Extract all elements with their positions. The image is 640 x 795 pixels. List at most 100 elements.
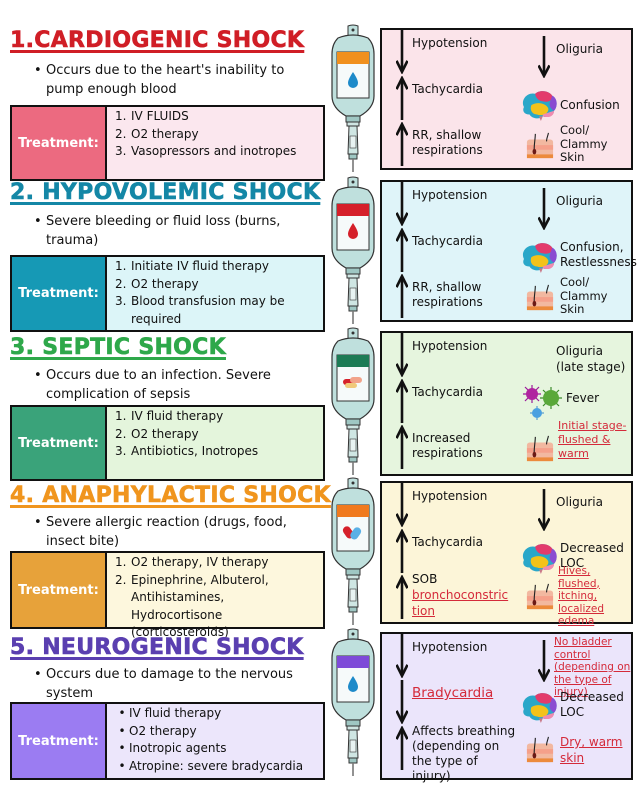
symptom-text: Hypotension (412, 640, 520, 655)
treatment-label: Treatment: (12, 704, 107, 778)
skin-text: Hives, flushed, itching, localized edema (558, 565, 605, 627)
symptom-text: Bradycardia (412, 686, 520, 701)
treatment-item: 1.IV fluid therapy (115, 408, 258, 426)
iv-bag-icon (330, 477, 376, 625)
symptom-label: Hypotension (412, 339, 488, 353)
brain-icon (520, 692, 558, 724)
arrow-down-icon (396, 333, 408, 377)
blood-drop-icon (348, 223, 358, 239)
description: •Occurs due to the heart's inability to … (34, 61, 318, 99)
treatment-item: •Inotropic agents (115, 740, 303, 758)
symptom-text: Hypotension (412, 489, 520, 504)
symptom-text: Increased respirations (412, 431, 520, 461)
section-title: 3. SEPTIC SHOCK (10, 335, 226, 361)
treatment-marker: 1. (115, 109, 127, 123)
treatment-label: Treatment: (12, 553, 107, 627)
description: •Occurs due to damage to the nervous sys… (34, 665, 318, 703)
treatment-text: O2 therapy (131, 426, 199, 441)
symptom-label: RR, shallow respirations (412, 280, 483, 309)
shock-section-septic: 3. SEPTIC SHOCK •Occurs due to an infecti… (0, 327, 640, 485)
treatment-item: 1.O2 therapy, IV therapy (115, 554, 317, 572)
symptom-label: Tachycardia (412, 535, 483, 549)
arrow-up-icon (396, 529, 408, 573)
treatment-text: Atropine: severe bradycardia (129, 758, 304, 773)
treatment-marker: • (118, 758, 126, 773)
pills-icon (343, 377, 362, 388)
treatment-text: Antibiotics, Inotropes (131, 444, 259, 458)
skin-icon (526, 132, 554, 160)
bullet: • (34, 368, 42, 383)
treatment-marker: 2. (115, 276, 127, 291)
treatment-marker: 2. (115, 572, 127, 587)
description: •Occurs due to an infection. Severe comp… (34, 366, 318, 404)
oliguria-text: Oliguria (556, 495, 603, 509)
treatment-text: O2 therapy (129, 723, 197, 738)
skin-text: Initial stage- flushed & warm (558, 419, 627, 460)
treatment-item: 3.Vasopressors and inotropes (115, 143, 296, 161)
treatment-marker: 3. (115, 294, 127, 308)
arrow-down-icon (396, 483, 408, 527)
description-text: Severe bleeding or fluid loss (burns, tr… (46, 214, 281, 248)
brain-icon (520, 543, 558, 575)
treatment-marker: • (118, 706, 126, 720)
arrow-up-icon (396, 274, 408, 318)
treatment-text: IV fluid therapy (129, 706, 222, 720)
bullet: • (34, 214, 42, 229)
symptom-text: Tachycardia (412, 234, 520, 249)
arrow-up-icon (396, 228, 408, 272)
treatment-text: O2 therapy, IV therapy (131, 555, 269, 569)
description: •Severe allergic reaction (drugs, food, … (34, 513, 318, 551)
treatment-item: 1.Initiate IV fluid therapy (115, 258, 317, 276)
treatment-item: 2. O2 therapy (115, 426, 258, 444)
skin-icon (526, 284, 554, 312)
treatment-item: •IV fluid therapy (115, 705, 303, 723)
iv-bag-icon (330, 327, 376, 475)
symptom-label: Tachycardia (412, 385, 483, 399)
oliguria-text: No bladder control (depending on the typ… (554, 636, 631, 698)
shock-section-neurogenic: 5. NEUROGENIC SHOCK•Occurs due to damage… (0, 628, 640, 785)
water-drop-icon (348, 72, 358, 88)
treatment-item: 2.Epinephrine, Albuterol, Antihistamines… (115, 572, 317, 642)
symptom-text: Tachycardia (412, 82, 520, 97)
symptom-label: RR, shallow respirations (412, 128, 483, 157)
description-text: Severe allergic reaction (drugs, food, i… (46, 515, 287, 549)
treatment-item: 1. IV FLUIDS (115, 108, 296, 126)
germs-icon (522, 385, 564, 421)
symptom-text: Hypotension (412, 339, 520, 354)
symptom-label: Bradycardia (412, 685, 494, 701)
treatment-marker: 1. (115, 259, 127, 273)
arrow-down-icon (538, 640, 550, 682)
symptom-label: Affects breathing (depending on the type… (412, 724, 516, 783)
skin-icon (526, 583, 554, 611)
treatment-marker: 2. (115, 426, 127, 441)
treatment-label: Treatment: (12, 407, 107, 479)
treatment-text: Blood transfusion may be required (131, 294, 285, 326)
treatment-marker: 3. (115, 444, 127, 458)
arrow-down-icon (396, 680, 408, 724)
skin-text: Dry, warm skin (560, 735, 623, 765)
oliguria-text: Oliguria (late stage) (556, 344, 626, 374)
symptom-detail: bronchoconstric tion (412, 588, 509, 618)
iv-bag-icon (330, 24, 376, 172)
brain-icon (520, 242, 558, 274)
treatment-text: IV fluid therapy (131, 409, 224, 423)
treatment-label: Treatment: (12, 257, 107, 330)
iv-bag-icon (330, 176, 376, 324)
skin-text: Cool/ Clammy Skin (560, 275, 608, 316)
treatment-item: 2.O2 therapy (115, 276, 317, 294)
symptom-label: Hypotension (412, 188, 488, 202)
treatment-text: IV FLUIDS (131, 109, 189, 123)
bullet: • (34, 667, 42, 682)
symptom-text: Tachycardia (412, 385, 520, 400)
symptom-label: Hypotension (412, 640, 488, 654)
treatment-item: 3. Blood transfusion may be required (115, 293, 317, 328)
oliguria-text: Oliguria (556, 42, 603, 56)
